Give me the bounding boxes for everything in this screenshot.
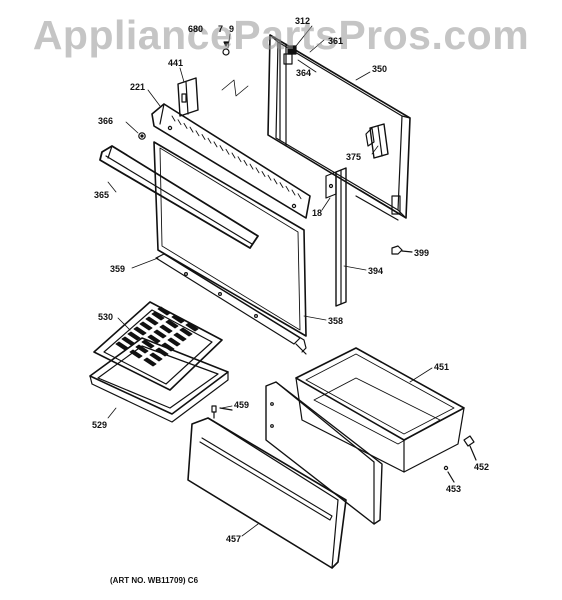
vent-slot [225, 148, 230, 155]
vent-slot [207, 137, 212, 144]
vent-slot [195, 130, 200, 137]
vent-slot [201, 134, 206, 140]
broiler-grid-part [93, 301, 223, 391]
side-trim-part [325, 167, 347, 307]
vent-slot [279, 182, 284, 189]
vent-slot [255, 167, 260, 174]
vent-slot [291, 189, 296, 196]
bottom-trim-part [155, 253, 301, 345]
vent-slot [231, 152, 236, 159]
part-number-312: 312 [295, 16, 311, 26]
grid-slot [139, 321, 153, 331]
part-number-366: 366 [98, 116, 114, 126]
vent-slot [171, 115, 176, 122]
grid-slot [159, 324, 173, 334]
vent-slot [297, 193, 302, 200]
hinge-support-part [177, 77, 199, 117]
part-number-459: 459 [234, 400, 250, 410]
grid-slot [171, 314, 185, 324]
door-frame-part [267, 34, 411, 221]
part-number-441: 441 [168, 58, 184, 68]
part-number-453: 453 [446, 484, 462, 494]
part-number-361: 361 [328, 36, 344, 46]
part-number-9: 9 [229, 24, 235, 34]
watermark: AppliancePartsPros.com [32, 12, 530, 58]
drawer-bracket-part [265, 381, 383, 525]
part-number-358: 358 [328, 316, 344, 326]
vent-slot [189, 126, 194, 133]
vent-slot [261, 171, 266, 177]
part-number-365: 365 [94, 190, 110, 200]
vent-slot [213, 141, 218, 148]
grid-slot [141, 339, 155, 349]
grid-slot [133, 326, 147, 336]
hinge-bracket-part [365, 123, 389, 159]
part-number-680: 680 [188, 24, 204, 34]
grid-slot [121, 336, 135, 346]
vent-slot [219, 145, 224, 152]
grid-slot [173, 332, 187, 342]
door-hinge-part [279, 39, 297, 147]
vent-panel-part [151, 103, 311, 219]
leader-lines [107, 25, 433, 537]
grid-slot [157, 306, 171, 316]
grid-slot [143, 357, 157, 367]
part-number-375: 375 [346, 152, 362, 162]
part-number-399: 399 [414, 248, 430, 258]
door-handle-part [99, 145, 259, 249]
part-number-451: 451 [434, 362, 450, 372]
drawer-front-part [187, 417, 347, 569]
screw-part-366 [138, 132, 146, 140]
screw-part-453 [443, 465, 455, 483]
grid-slot [151, 311, 165, 321]
clip-part [222, 41, 230, 56]
grid-slot [153, 329, 167, 339]
vent-slot [249, 163, 254, 170]
part-number-7: 7 [218, 24, 224, 34]
grid-slot [127, 331, 141, 341]
part-number-530: 530 [98, 312, 114, 322]
grid-slot [135, 344, 149, 354]
vent-slot [183, 122, 188, 129]
part-number-359: 359 [110, 264, 126, 274]
grid-slot [165, 319, 179, 329]
grid-slot [185, 322, 199, 332]
grid-slot [179, 327, 193, 337]
vent-slot [243, 159, 248, 166]
grid-slot [167, 337, 181, 347]
vent-slot [273, 178, 278, 185]
part-number-394: 394 [368, 266, 384, 276]
part-number-221: 221 [130, 82, 146, 92]
part-number-350: 350 [372, 64, 388, 74]
vent-slot [177, 119, 182, 126]
glass-panel-part [153, 141, 307, 355]
screw-part [391, 245, 413, 255]
grid-slot [149, 352, 163, 362]
part-number-18: 18 [312, 208, 323, 218]
vent-slot [267, 174, 272, 181]
broiler-pan-part [89, 337, 229, 423]
grid-slot [145, 316, 159, 326]
art-number-caption: (ART NO. WB11709) C6 [110, 576, 199, 585]
grid-slot [147, 334, 161, 344]
part-number-457: 457 [226, 534, 242, 544]
part-number-529: 529 [92, 420, 108, 430]
vent-slot [285, 185, 290, 192]
part-number-364: 364 [296, 68, 312, 78]
vent-slot [237, 156, 242, 163]
part-number-452: 452 [474, 462, 490, 472]
clip-part-452 [463, 435, 477, 461]
